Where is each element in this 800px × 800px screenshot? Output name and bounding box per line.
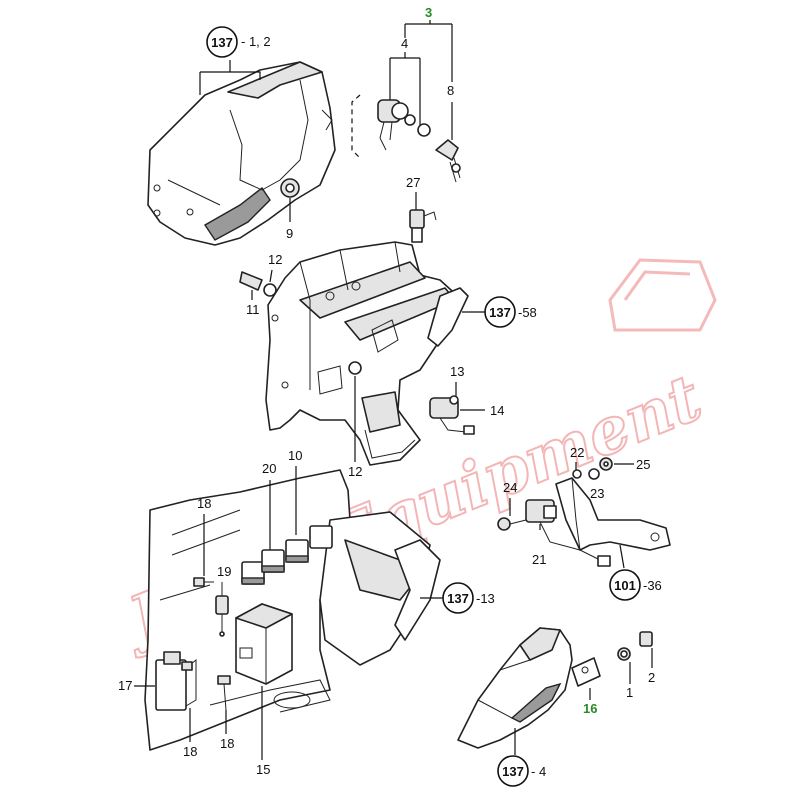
label-23: 23	[590, 486, 604, 501]
label-20: 20	[262, 461, 276, 476]
part-9-knob	[280, 178, 300, 222]
label-24: 24	[503, 480, 517, 495]
callout-suffix: -58	[518, 305, 537, 320]
part-18-bolt-c	[217, 675, 231, 711]
callout-ref: 137	[489, 305, 511, 320]
callout-101-36: 101 -36	[609, 569, 662, 601]
dashed-guide	[351, 94, 361, 159]
part-22-washer	[572, 469, 582, 479]
part-25-nut	[599, 457, 613, 471]
callout-137-13: 137 -13	[442, 582, 495, 614]
label-9: 9	[286, 226, 293, 241]
label-2: 2	[648, 670, 655, 685]
callout-ref: 101	[614, 578, 636, 593]
label-12a: 12	[268, 252, 282, 267]
label-10: 10	[288, 448, 302, 463]
callout-ref: 137	[447, 591, 469, 606]
label-3: 3	[425, 5, 432, 20]
callout-suffix: - 1, 2	[241, 34, 271, 49]
part-12-oring	[263, 283, 277, 297]
label-18c: 18	[220, 736, 234, 751]
leader-4	[389, 52, 421, 125]
main-frame	[265, 241, 469, 466]
leader-3	[404, 20, 453, 82]
callout-137-1-2: 137 - 1, 2	[206, 26, 271, 58]
part-18-bolt-b	[181, 661, 193, 671]
label-18a: 18	[197, 496, 211, 511]
label-27: 27	[406, 175, 420, 190]
label-22: 22	[570, 445, 584, 460]
label-21: 21	[532, 552, 546, 567]
leader-137-1-2	[199, 60, 261, 95]
label-15: 15	[256, 762, 270, 777]
bracket-101	[555, 477, 671, 551]
callout-suffix: -13	[476, 591, 495, 606]
label-14: 14	[490, 403, 504, 418]
part-19-diode	[215, 582, 229, 637]
label-11: 11	[246, 302, 260, 317]
part-11-fitting	[239, 271, 263, 300]
callout-137-4: 137 - 4	[497, 755, 546, 787]
label-13: 13	[450, 364, 464, 379]
part-ignition-switch	[377, 99, 431, 151]
relay-group	[241, 525, 333, 585]
label-17: 17	[118, 678, 132, 693]
part-17-module	[155, 651, 197, 711]
part-16-plate	[571, 657, 601, 687]
label-18b: 18	[183, 744, 197, 759]
part-27-sensor	[409, 209, 437, 243]
callout-suffix: -36	[643, 578, 662, 593]
part-24-screw	[497, 517, 527, 531]
label-12b: 12	[348, 464, 362, 479]
part-15-control-unit	[235, 603, 293, 685]
label-8: 8	[447, 83, 454, 98]
leader-relays	[269, 466, 297, 550]
dash-cover	[147, 61, 336, 246]
part-14-solenoid	[429, 395, 475, 435]
part-21-switch	[525, 499, 611, 567]
lower-cover	[457, 627, 573, 749]
watermark-truck-icon	[608, 258, 717, 332]
callout-137-58: 137 -58	[484, 296, 537, 328]
callout-ref: 137	[211, 35, 233, 50]
callout-ref: 137	[502, 764, 524, 779]
part-8-key	[435, 139, 461, 183]
label-1: 1	[626, 685, 633, 700]
part-12-oring-b	[348, 361, 362, 375]
leader-101-36	[619, 544, 625, 569]
callout-suffix: - 4	[531, 764, 546, 779]
part-18-bolt-a	[193, 577, 214, 587]
part-23-washer	[588, 468, 600, 480]
label-4: 4	[401, 36, 408, 51]
part-1-grommet	[617, 647, 631, 661]
label-19: 19	[217, 564, 231, 579]
leader-12a	[269, 269, 273, 283]
label-16: 16	[583, 701, 597, 716]
label-25: 25	[636, 457, 650, 472]
part-2-plug	[639, 631, 653, 647]
